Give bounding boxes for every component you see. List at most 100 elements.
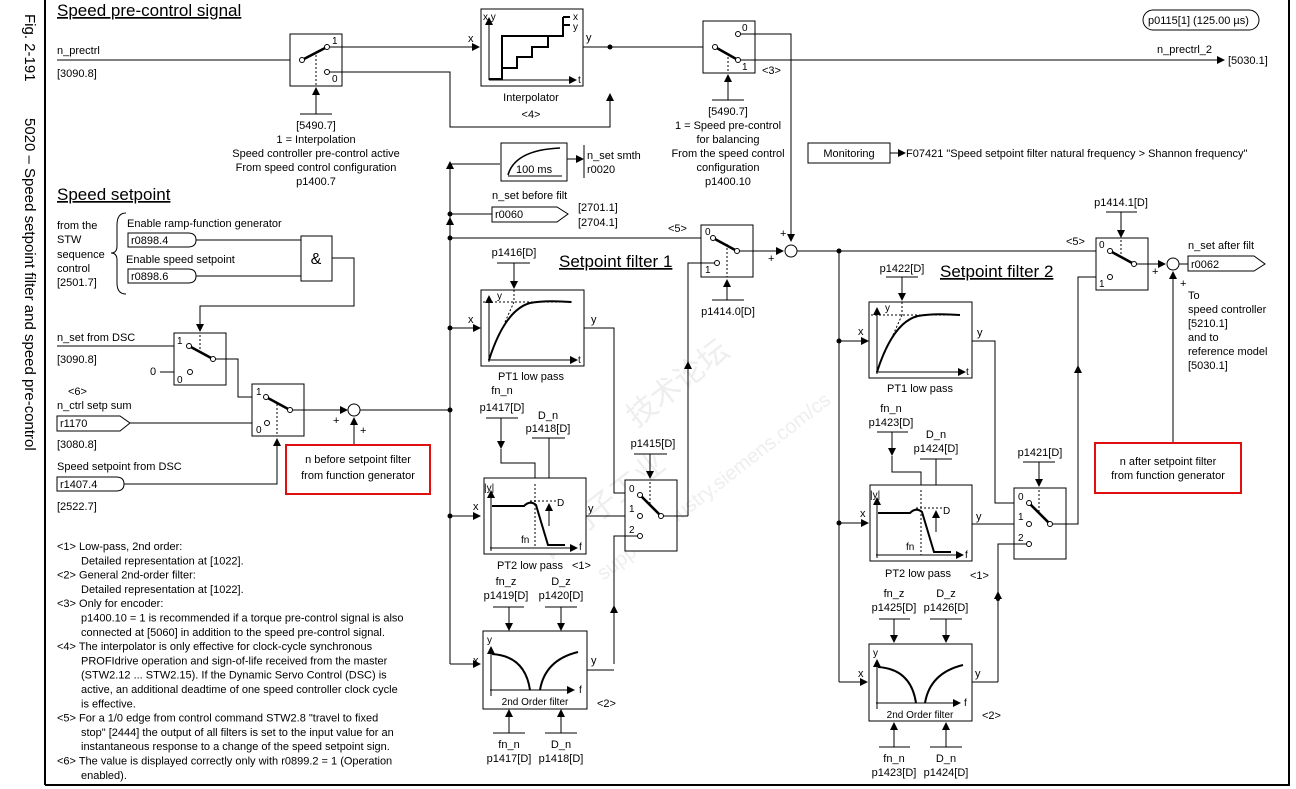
svg-text:control: control [57,263,90,275]
switch2-desc: for balancing [697,134,760,146]
svg-text:n after setpoint filter: n after setpoint filter [1120,456,1217,468]
summing-point [347,403,361,417]
filter1-pt1-block: y t [480,289,585,367]
svg-text:2nd Order filter: 2nd Order filter [502,697,569,708]
filter1-2nd-order-block: y f 2nd Order filter [482,630,588,710]
svg-text:t: t [578,355,581,366]
filter2-select-switch: 0 1 2 [1013,487,1067,560]
svg-text:D_n: D_n [926,429,946,441]
switch2-param: p1400.10 [705,176,751,188]
svg-text:1: 1 [256,387,262,398]
interpolation-switch: 1 0 [289,33,343,87]
svg-text:fn_n: fn_n [883,753,904,765]
svg-text:x: x [468,33,474,45]
filter2-pt1-label: PT1 low pass [887,383,954,395]
switch1-desc: From speed control configuration [236,162,397,174]
output-destinations: To speed controller [5210.1] and to refe… [1188,290,1268,372]
footnote-line: active, an additional deadtime of one sp… [81,684,398,696]
svg-text:1: 1 [1018,512,1024,523]
n-set-after-filt-label: n_set after filt [1188,240,1254,252]
svg-text:y: y [873,648,878,659]
svg-text:x: x [468,314,474,326]
n-set-smth-param: r0020 [587,164,615,176]
svg-text:1: 1 [742,62,748,73]
svg-text:<1>: <1> [970,570,989,582]
svg-text:f: f [579,542,582,553]
footnote-line: is effective. [81,698,136,710]
filter1-bypass-switch: 0 1 [700,224,754,278]
p1424-param: p1424[D] [914,443,959,455]
svg-text:0: 0 [742,23,748,34]
svg-text:<2>: <2> [982,710,1001,722]
switch2-note: <3> [762,65,781,77]
svg-text:D_n: D_n [936,753,956,765]
svg-text:To: To [1188,290,1200,302]
switch2-ref: [5490.7] [708,106,748,118]
filter2-heading: Setpoint filter 2 [940,262,1053,281]
svg-text:reference model: reference model [1188,346,1268,358]
figure-number: Fig. 2-191 [21,14,38,82]
svg-text:D_z: D_z [551,576,571,588]
svg-text:y: y [497,291,502,302]
p1421-param: p1421[D] [1018,447,1063,459]
balancing-switch: 0 1 [702,20,756,74]
filter1-pt2-block: |y| D fn f [483,477,587,555]
footnote-line: <5> For a 1/0 edge from control command … [57,713,378,725]
svg-text:0: 0 [177,375,183,386]
svg-text:y: y [591,314,597,326]
svg-text:1: 1 [705,265,711,276]
speed-setpoint-heading: Speed setpoint [57,185,171,204]
summing-point-output [1166,257,1180,271]
enable-sp-param: r0898.6 [131,271,168,283]
svg-text:f: f [964,698,967,709]
p1423-param: p1423[D] [869,417,914,429]
enable-rfg-param: r0898.4 [131,235,168,247]
svg-text:0: 0 [332,74,338,85]
figure-title: 5020 – Speed setpoint filter and speed p… [21,118,38,451]
svg-text:x: x [473,655,479,667]
svg-text:p0115[1] (125.00 µs): p0115[1] (125.00 µs) [1148,15,1249,27]
svg-text:2: 2 [1018,533,1024,544]
footnote-line: <3> Only for encoder: [57,598,163,610]
svg-text:fn_z: fn_z [884,588,905,600]
svg-text:p1424[D]: p1424[D] [924,767,969,779]
svg-text:+: + [768,253,774,265]
switch1-desc: 1 = Interpolation [276,134,355,146]
footnote-line: (STW2.12 ... STW2.15). If the Dynamic Se… [81,670,387,682]
svg-text:D: D [943,506,950,517]
function-generator-box-before: n before setpoint filter from function g… [285,444,431,495]
n-prectrl-2-label: n_prectrl_2 [1157,44,1212,56]
svg-text:t: t [578,75,581,86]
cycle-time-badge: p0115[1] (125.00 µs) [1142,9,1260,31]
svg-text:1: 1 [629,504,635,515]
svg-text:from function generator: from function generator [1111,470,1225,482]
p1415-param: p1415[D] [631,438,676,450]
filter2-pt1-block: y t [868,301,973,379]
filter1-note5: <5> [668,223,687,235]
svg-text:y: y [588,503,594,515]
svg-text:sequence: sequence [57,249,105,261]
svg-text:n before setpoint filter: n before setpoint filter [305,454,411,466]
n-set-dsc-ref: [3090.8] [57,354,97,366]
monitoring-fault: F07421 "Speed setpoint filter natural fr… [906,148,1247,160]
before-filt-ref2: [2704.1] [578,217,618,229]
svg-text:D_n: D_n [538,410,558,422]
n-set-dsc-label: n_set from DSC [57,332,135,344]
svg-text:fn_n: fn_n [880,403,901,415]
svg-text:0: 0 [705,227,711,238]
svg-text:y: y [975,668,981,680]
footnote-line: <6> The value is displayed correctly onl… [57,756,392,768]
switch1-param: p1400.7 [296,176,336,188]
svg-text:0: 0 [256,425,262,436]
svg-text:2nd Order filter: 2nd Order filter [887,710,954,721]
dsc-sp-param: r1407.4 [60,479,97,491]
svg-text:y: y [591,655,597,667]
svg-text:x: x [573,12,578,23]
setp-sum-ref: [3080.8] [57,439,97,451]
monitoring-block: Monitoring [807,142,891,164]
filter2-bypass-switch: 0 1 [1095,237,1149,291]
svg-text:fn_n: fn_n [498,739,519,751]
svg-text:y: y [487,635,492,646]
svg-text:x: x [473,501,479,513]
